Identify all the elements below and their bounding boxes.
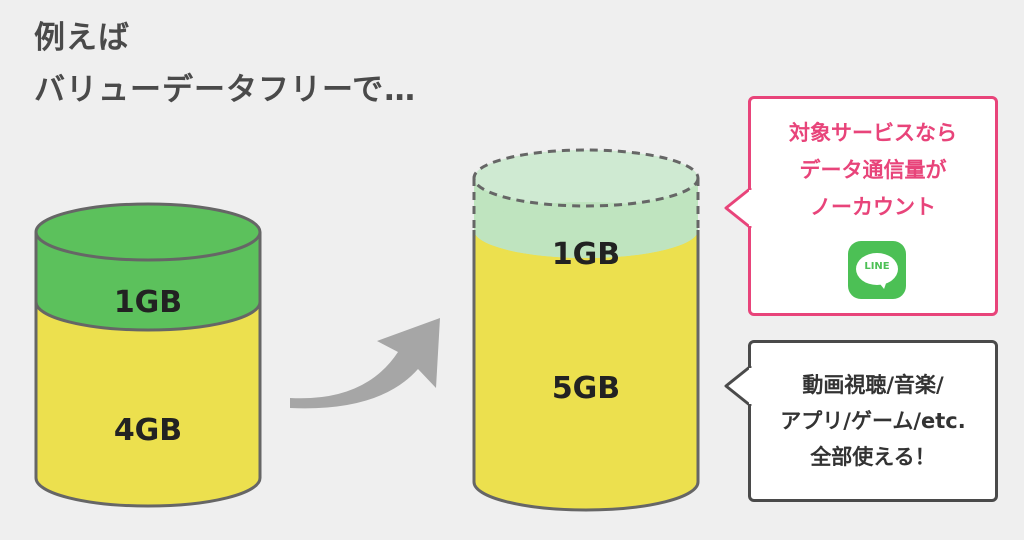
left-cylinder-yellow-body [36,302,260,506]
arrow-icon [290,318,440,409]
right-cylinder-dashed-sides [472,178,700,230]
heading-line-1: 例えば [34,20,130,56]
callout-data-free-line-2: データ通信量が [799,158,947,182]
right-cylinder-outline [472,230,700,512]
callout-data-free-tail [724,186,752,230]
callout-usage-line-3: 全部使える！ [810,445,936,469]
callout-usage: 動画視聴/音楽/ アプリ/ゲーム/etc. 全部使える！ [748,340,998,502]
line-logo-text: LINE [864,261,890,272]
line-bubble-tail [877,277,890,291]
left-cylinder-top [36,204,260,260]
right-cylinder: 1GB 5GB [472,148,700,512]
callout-usage-line-1: 動画視聴/音楽/ [802,373,944,397]
left-cylinder-outline [34,232,262,508]
right-cylinder-yellow-body [474,230,698,510]
right-cylinder-top-label: 1GB [552,237,620,272]
callout-data-free-line-1: 対象サービスなら [789,121,957,145]
right-cylinder-inner-surface [474,202,698,258]
callout-usage-tail [724,364,752,408]
right-cylinder-dashed-top [472,148,700,208]
callout-data-free-line-3: ノーカウント [810,195,936,219]
left-cylinder-band-line [34,301,262,332]
right-cylinder-top [474,150,698,206]
left-cylinder-top-outline [34,202,262,262]
left-cylinder-bottom-label: 4GB [114,413,182,448]
left-cylinder-top-label: 1GB [114,285,182,320]
right-cylinder-bottom-label: 5GB [552,371,620,406]
callout-usage-line-2: アプリ/ゲーム/etc. [780,409,966,433]
line-app-icon: LINE [848,241,906,299]
line-bubble-shape [856,253,898,285]
heading-line-2: バリューデータフリーで… [34,72,417,108]
left-cylinder: 1GB 4GB [34,202,262,508]
